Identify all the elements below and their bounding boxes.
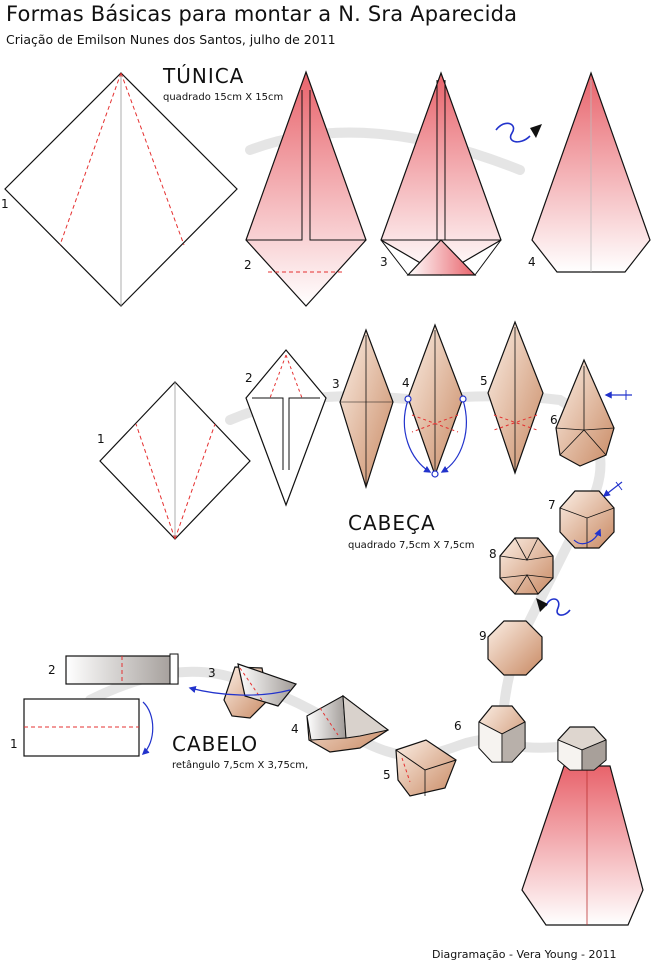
cabeca-step-number: 2 xyxy=(245,371,253,385)
credit: Diagramação - Vera Young - 2011 xyxy=(432,948,617,961)
turn-over-arrow-icon-2 xyxy=(536,598,571,616)
cabelo-step-number: 3 xyxy=(208,666,216,680)
cabeca-step-6-shape xyxy=(555,358,632,467)
cabeca-label: CABEÇA xyxy=(348,511,436,535)
cabelo-step-5-shape xyxy=(395,739,457,797)
cabelo-step-number: 6 xyxy=(454,719,462,733)
page-subtitle: Criação de Emilson Nunes dos Santos, jul… xyxy=(6,32,336,47)
tunica-step-3-kite xyxy=(380,71,502,276)
tunica-step-4-shape xyxy=(531,71,651,273)
tunica-label: TÚNICA xyxy=(163,64,245,88)
assembled-figure xyxy=(521,726,644,926)
cabeca-step-7-shape xyxy=(559,481,623,549)
cabelo-step-4-shape xyxy=(306,694,390,753)
cabeca-step-number: 6 xyxy=(550,413,558,427)
cabelo-step-number: 4 xyxy=(291,722,299,736)
tunica-step-2-kite xyxy=(245,70,367,307)
cabeca-step-number: 3 xyxy=(332,377,340,391)
cabeca-step-number: 9 xyxy=(479,629,487,643)
cabeca-step-number: 8 xyxy=(489,547,497,561)
cabelo-size: retângulo 7,5cm X 3,75cm, xyxy=(172,760,309,771)
tunica-step-number: 1 xyxy=(1,197,9,211)
cabelo-step-1-rectangle xyxy=(23,698,154,757)
cabelo-step-number: 1 xyxy=(10,737,18,751)
cabeca-step-2-kite xyxy=(245,349,327,507)
tunica-step-1-diamond xyxy=(4,72,238,307)
cabelo-step-3-shape xyxy=(188,663,298,719)
cabeca-size: quadrado 7,5cm X 7,5cm xyxy=(348,540,475,551)
cabelo-step-6-shape xyxy=(478,705,526,763)
cabeca-step-number: 4 xyxy=(402,376,410,390)
tunica-step-number: 2 xyxy=(244,258,252,272)
cabeca-step-3-shape xyxy=(339,328,394,490)
tunica-step-number: 3 xyxy=(380,255,388,269)
cabelo-step-2-rectangle xyxy=(65,653,179,685)
cabeca-step-9-octagon xyxy=(487,620,543,676)
tunica-size: quadrado 15cm X 15cm xyxy=(163,92,284,103)
cabelo-step-number: 5 xyxy=(383,768,391,782)
cabeca-step-8-shape xyxy=(499,537,554,595)
page-title: Formas Básicas para montar a N. Sra Apar… xyxy=(6,2,518,26)
cabeca-step-4-shape xyxy=(403,323,467,478)
cabeca-step-1-diamond xyxy=(99,381,251,540)
cabeca-step-number: 5 xyxy=(480,374,488,388)
cabeca-step-number: 7 xyxy=(548,498,556,512)
cabelo-step-number: 2 xyxy=(48,663,56,677)
cabeca-step-5-shape xyxy=(487,320,544,475)
tunica-step-number: 4 xyxy=(528,255,536,269)
cabeca-step-number: 1 xyxy=(97,432,105,446)
cabelo-label: CABELO xyxy=(172,732,259,756)
turn-over-arrow-icon xyxy=(495,122,542,143)
